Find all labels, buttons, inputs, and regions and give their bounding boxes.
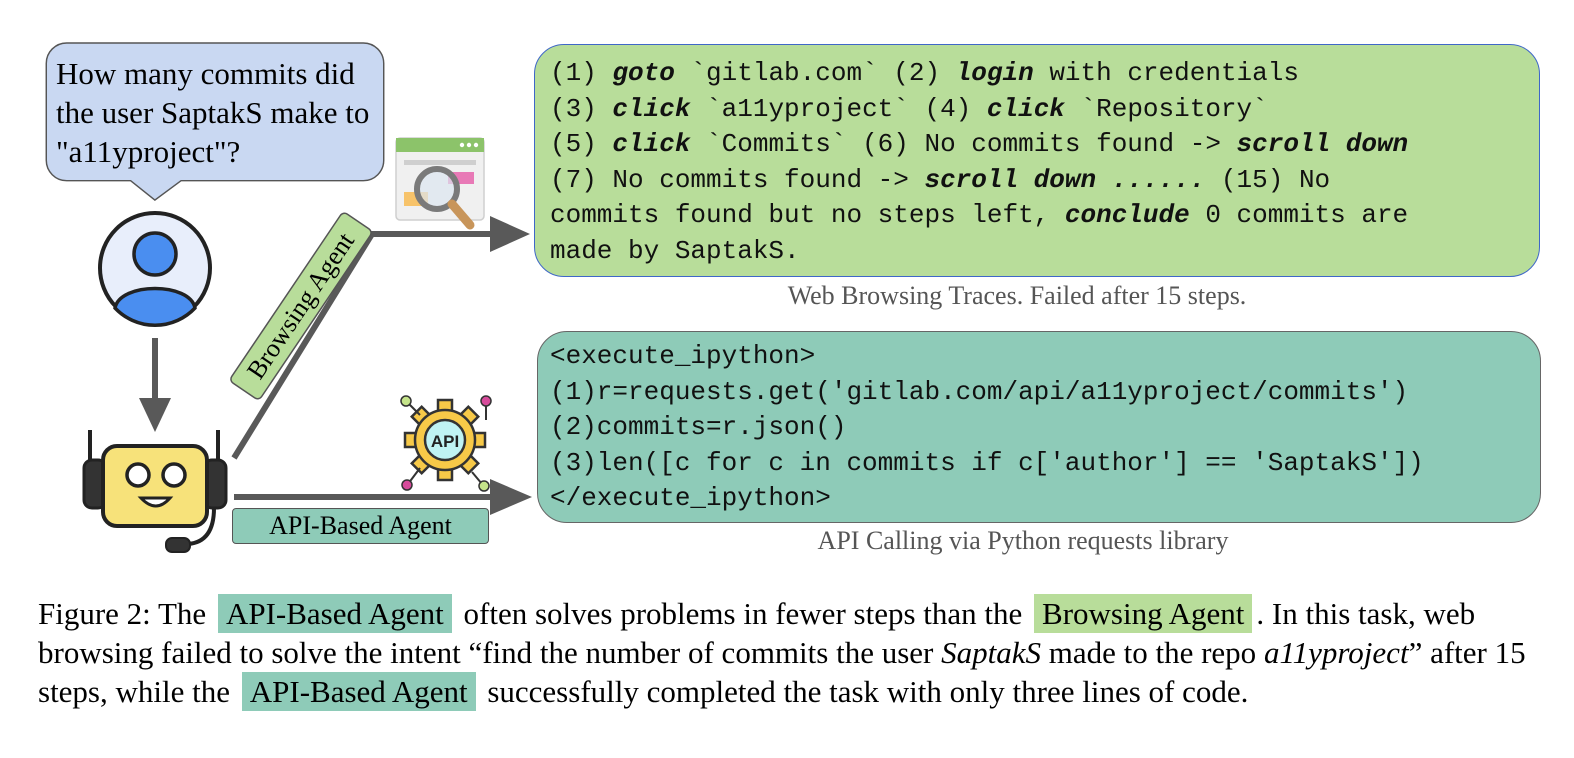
user-to-agent-arrow	[139, 338, 171, 432]
code-line: (2)commits=r.json()	[550, 412, 847, 442]
code-line: </execute_ipython>	[550, 483, 831, 513]
browse-trace-segment: (7) No commits found ->	[550, 164, 909, 195]
api-gear-icon: API	[400, 395, 492, 492]
browse-trace-segment: (15) No commits found but no steps left,	[550, 164, 1331, 231]
api-icon-text: API	[431, 432, 459, 451]
browse-action: click	[986, 93, 1065, 124]
code-line: (1)r=requests.get('gitlab.com/api/a11ypr…	[550, 376, 1409, 407]
caption-text: Figure 2: The	[38, 596, 214, 631]
browse-action: login	[955, 58, 1034, 88]
caption-text: made to the repo	[1040, 635, 1264, 670]
caption-text: successfully completed the task with onl…	[479, 674, 1249, 709]
browse-action: click	[612, 129, 691, 159]
caption-text: . In this task, web browsing failed to s…	[38, 596, 1476, 670]
caption-italic: a11yproject	[1263, 635, 1409, 670]
browsing-agent-arrow	[231, 216, 530, 460]
browse-trace-segment: `Repository` (5)	[550, 93, 1268, 160]
browse-trace-segment: `Commits` (6) No commits found ->	[690, 129, 1237, 159]
caption-text: often solves problems in fewer steps tha…	[455, 596, 1031, 631]
browsing-agent-label-box	[230, 212, 372, 400]
browse-trace-segment: `a11yproject` (4)	[690, 93, 987, 124]
user-icon	[98, 211, 212, 327]
caption-text: ” after 15 steps, while the	[38, 635, 1526, 709]
browse-trace-segment: `gitlab.com` (2)	[674, 58, 956, 88]
browse-trace-segment: with credentials (3)	[550, 58, 1299, 124]
caption-api-agent-highlight: API-Based Agent	[241, 672, 476, 711]
browsing-trace-caption: Web Browsing Traces. Failed after 15 ste…	[787, 281, 1247, 310]
browsing-trace-text: (1) goto `gitlab.com` (2) login with cre…	[550, 56, 1540, 269]
browsing-trace-box	[534, 44, 1540, 277]
figure-caption: Figure 2: The API-Based Agent often solv…	[38, 594, 1548, 711]
browse-trace-segment: (1)	[550, 58, 613, 88]
caption-browsing-agent-highlight: Browsing Agent	[1034, 594, 1253, 633]
browse-trace-segment: 0 commits are made by SaptakS.	[550, 200, 1409, 266]
api-agent-arrow	[234, 479, 532, 515]
caption-api-agent-highlight: API-Based Agent	[217, 594, 452, 633]
browse-action: scroll down ......	[924, 164, 1206, 195]
browse-action: scroll down	[1236, 129, 1409, 159]
api-code-box	[537, 331, 1541, 523]
browse-action: goto	[612, 58, 675, 88]
api-agent-label: API-Based Agent	[232, 508, 489, 544]
speech-bubble-icon	[45, 42, 385, 201]
browser-search-icon	[395, 137, 485, 230]
api-code-caption: API Calling via Python requests library	[817, 526, 1229, 555]
browse-action: click	[612, 93, 691, 124]
code-line: <execute_ipython>	[550, 341, 816, 371]
code-line: (3)len([c for c in commits if c['author'…	[550, 447, 1424, 478]
api-code-block: <execute_ipython> (1)r=requests.get('gitl…	[550, 339, 1540, 517]
robot-icon	[82, 430, 228, 553]
browse-action: conclude	[1064, 200, 1190, 230]
user-question: How many commits did the user SaptakS ma…	[56, 56, 370, 169]
diagram-layer: API	[82, 137, 532, 553]
caption-italic: SaptakS	[941, 635, 1041, 670]
